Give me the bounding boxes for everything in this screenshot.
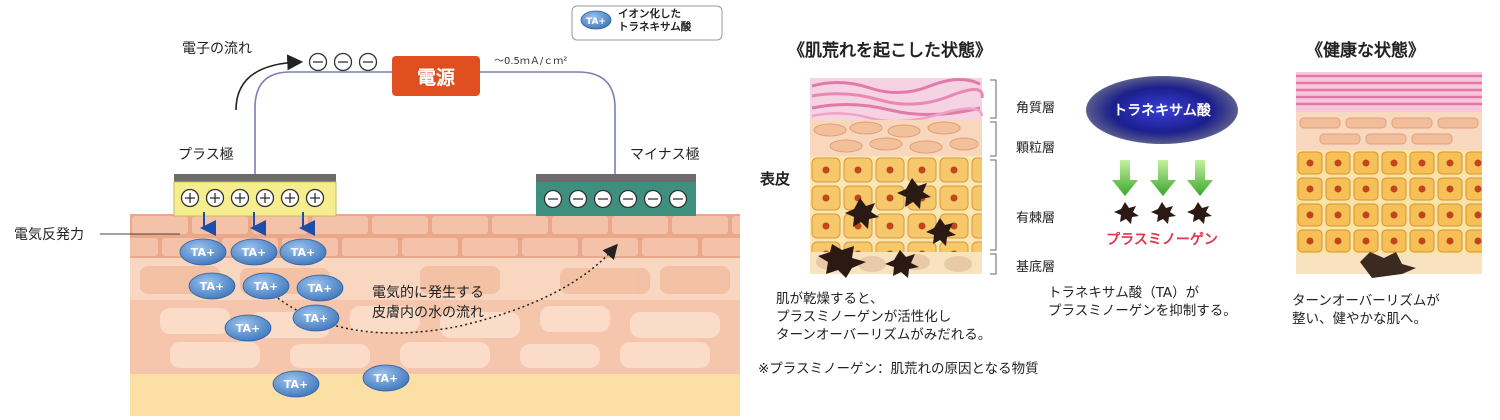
ta-cloud-label: トラネキサム酸 — [1113, 102, 1212, 119]
healthy-skin-stack — [1296, 72, 1482, 278]
legend-line-1: イオン化した — [618, 8, 681, 20]
ta-description: トラネキサム酸（TA）が プラスミノーゲンを抑制する。 — [1048, 284, 1237, 320]
healthy-desc-line-2: 整い、健やかな肌へ。 — [1292, 311, 1427, 327]
footnote: ※プラスミノーゲン：肌荒れの原因となる物質 — [758, 361, 1039, 377]
electron-flow-label: 電子の流れ — [182, 41, 252, 57]
power-source-label: 電源 — [417, 66, 455, 89]
ta-ion-label-9: TA+ — [284, 378, 308, 391]
rough-desc-line-3: ターンオーバーリズムがみだれる。 — [776, 327, 992, 343]
ta-desc-line-2: プラスミノーゲンを抑制する。 — [1048, 303, 1237, 319]
ta-ion-label-4: TA+ — [200, 280, 224, 293]
lower-cells — [160, 306, 720, 368]
ta-ion-7 — [224, 314, 272, 342]
legend-line-2: トラネキサム酸 — [618, 21, 692, 33]
rough-desc-line-2: プラスミノーゲンが活性化し — [776, 309, 952, 325]
subcutaneous-layer — [130, 374, 740, 416]
ta-ion-label-5: TA+ — [254, 280, 278, 293]
ion-group: TA+ TA+ TA+ TA+ TA+ TA+ TA+ TA+ TA+ TA+ — [179, 238, 410, 398]
plus-electrode-cap — [174, 174, 336, 182]
healthy-state-title: 《健康な状態》 — [1306, 41, 1425, 61]
water-flow-label-2: 皮膚内の水の流れ — [372, 305, 484, 321]
minus-electrode-label: マイナス極 — [630, 147, 700, 163]
rough-desc-line-1: 肌が乾燥すると、 — [776, 291, 884, 307]
repulsion-arrows — [200, 212, 315, 236]
ta-ion-label-2: TA+ — [242, 246, 266, 259]
ta-ion-label-1: TA+ — [191, 246, 215, 259]
water-flow-label-1: 電気的に発生する — [372, 285, 484, 301]
ta-desc-line-1: トラネキサム酸（TA）が — [1048, 285, 1200, 301]
ta-ion-label-3: TA+ — [291, 246, 315, 259]
layer-stratum-corneum: 角質層 — [1016, 101, 1056, 116]
electron-minus-circles — [308, 52, 378, 72]
ta-ion-4 — [188, 272, 236, 300]
healthy-description: ターンオーバーリズムが 整い、健やかな肌へ。 — [1292, 292, 1440, 328]
ta-cloud — [1086, 76, 1238, 144]
ta-ion-2 — [230, 238, 278, 266]
ta-ion-6 — [296, 274, 344, 302]
rough-description: 肌が乾燥すると、 プラスミノーゲンが活性化し ターンオーバーリズムがみだれる。 — [776, 290, 991, 344]
ta-ion-8 — [292, 304, 340, 332]
rough-skin-stack — [810, 78, 984, 278]
current-density-label: ～0.5ｍＡ/ｃｍ² — [494, 56, 568, 67]
ta-ion-3 — [279, 238, 327, 266]
healthy-basal-mark — [1360, 252, 1416, 278]
circuit-wire-left — [254, 71, 392, 176]
minus-electrode-cap — [536, 174, 696, 182]
ta-ion-1 — [179, 238, 227, 266]
ta-ion-label-7: TA+ — [236, 322, 260, 335]
plasmin-label: プラスミノーゲン — [1106, 231, 1218, 248]
ta-ion-label-10: TA+ — [374, 372, 398, 385]
power-source-box — [392, 56, 480, 96]
layer-stratum-basale: 基底層 — [1016, 260, 1056, 275]
ta-ion-label-8: TA+ — [304, 312, 328, 325]
healthy-desc-line-1: ターンオーバーリズムが — [1292, 293, 1440, 309]
legend-text: イオン化した トラネキサム酸 — [618, 8, 691, 34]
legend-ion-icon — [580, 10, 612, 30]
ta-ion-label-6: TA+ — [308, 282, 332, 295]
epidermis-label: 表皮 — [760, 170, 791, 188]
ta-ion-10 — [362, 364, 410, 392]
legend-ion-text: TA+ — [586, 17, 606, 27]
plus-charges — [180, 188, 325, 208]
minus-charges — [543, 189, 688, 209]
ta-ion-5 — [242, 272, 290, 300]
suppression-arrows — [1112, 160, 1213, 196]
ta-ion-9 — [272, 370, 320, 398]
dermis-cells — [140, 266, 730, 294]
rough-damage-spots — [818, 178, 956, 278]
repulsion-label: 電気反発力 — [14, 227, 84, 243]
layer-brackets — [990, 79, 997, 275]
legend-box — [571, 5, 723, 41]
circuit-wire-right — [480, 71, 616, 176]
electron-flow-arrow — [235, 54, 304, 111]
plasminogen-icons — [1114, 202, 1212, 224]
layer-stratum-spinosum: 有棘層 — [1016, 211, 1056, 226]
rough-state-title: 《肌荒れを起こした状態》 — [788, 41, 992, 61]
layer-stratum-granulosum: 顆粒層 — [1016, 141, 1056, 156]
plus-electrode-label: プラス極 — [178, 147, 234, 163]
